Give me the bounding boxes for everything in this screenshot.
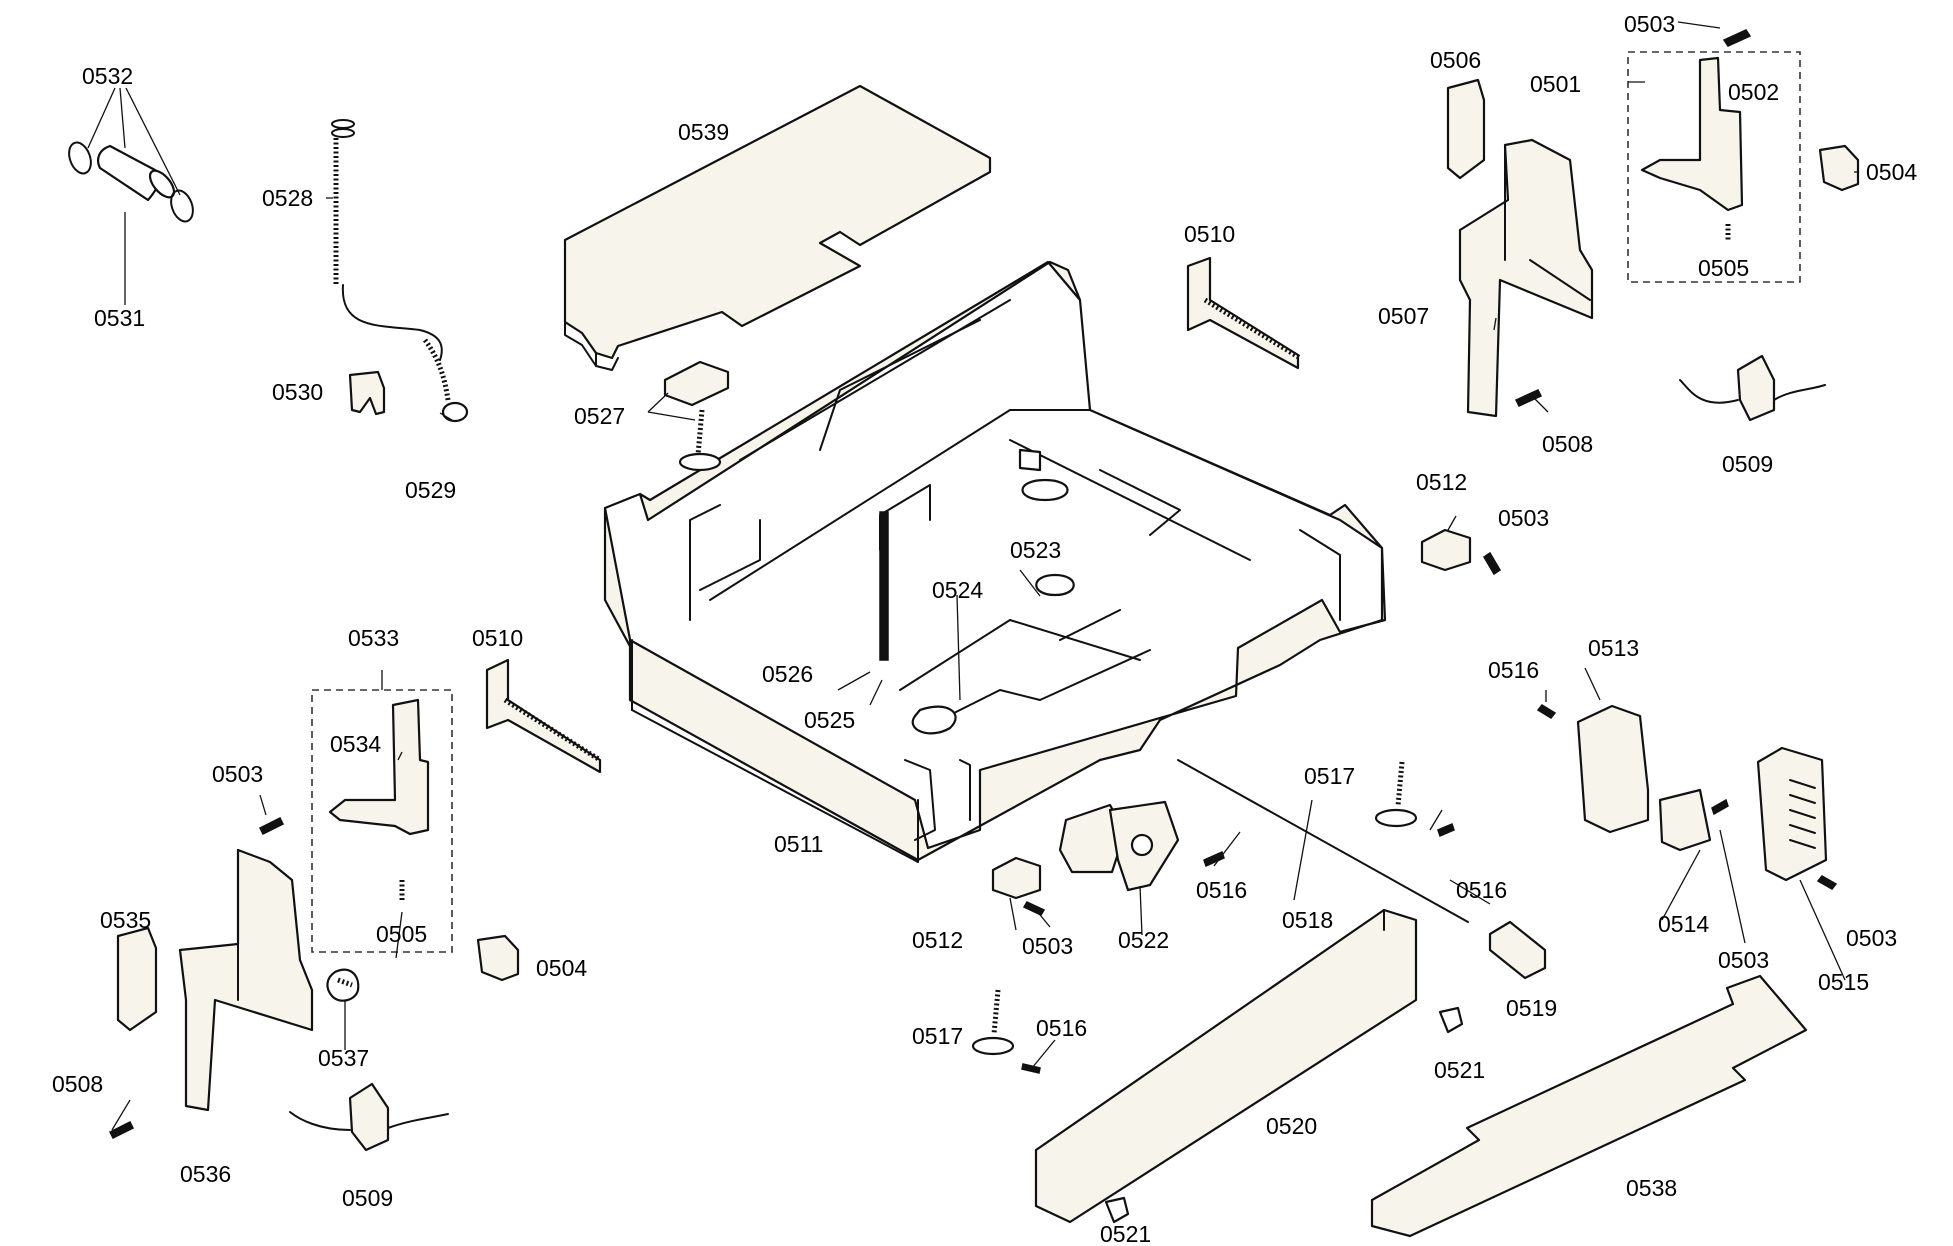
callout-0516-low: 0516 (1036, 1015, 1087, 1041)
part-0534-bracket (328, 698, 430, 900)
callout-0503-right: 0503 (1498, 505, 1549, 531)
group-box-0501 (1627, 51, 1801, 283)
callout-0522: 0522 (1118, 927, 1169, 953)
part-0518-rod (1177, 759, 1469, 923)
callout-0512-right: 0512 (1416, 469, 1467, 495)
callout-0539: 0539 (678, 119, 729, 145)
part-0512-bracket-low (991, 856, 1042, 900)
callout-0505-top: 0505 (1698, 255, 1749, 281)
callout-0514: 0514 (1658, 911, 1709, 937)
callout-0503-far-right: 0503 (1846, 925, 1897, 951)
callout-0505-left: 0505 (376, 921, 427, 947)
callout-0503-filter: 0503 (1718, 947, 1769, 973)
callout-0515: 0515 (1818, 969, 1869, 995)
part-0537-knob (326, 968, 360, 1002)
callout-0513: 0513 (1588, 635, 1639, 661)
part-0509-switch-top (1679, 354, 1826, 422)
callout-0503-top: 0503 (1624, 11, 1675, 37)
part-0531-pipe (68, 141, 194, 223)
screws (108, 29, 1838, 1140)
callout-0510-top: 0510 (1184, 221, 1235, 247)
callout-0537: 0537 (318, 1045, 369, 1071)
part-0521-screw-low (1104, 1196, 1130, 1224)
part-0519-plug (1488, 920, 1547, 980)
callout-0510-left: 0510 (472, 625, 523, 651)
callout-0527: 0527 (574, 403, 625, 429)
callout-0516-mid: 0516 (1196, 877, 1247, 903)
part-0539-panel (563, 84, 992, 371)
callout-0528: 0528 (262, 185, 313, 211)
callout-0516-low-right: 0516 (1456, 877, 1507, 903)
callout-0520: 0520 (1266, 1113, 1317, 1139)
part-0506-plate (1446, 78, 1486, 180)
callout-0534: 0534 (330, 731, 381, 757)
part-0530-clip (348, 370, 386, 416)
callout-0538: 0538 (1626, 1175, 1677, 1201)
callout-0504-top: 0504 (1866, 159, 1917, 185)
callout-0503-left: 0503 (212, 761, 263, 787)
callout-0503-low: 0503 (1022, 933, 1073, 959)
callout-0533: 0533 (348, 625, 399, 651)
callout-0535: 0535 (100, 907, 151, 933)
callout-0512-low: 0512 (912, 927, 963, 953)
callout-0516-right: 0516 (1488, 657, 1539, 683)
part-0521-screw-right (1438, 1006, 1464, 1034)
callout-0509-left: 0509 (342, 1185, 393, 1211)
callout-0502: 0502 (1728, 79, 1779, 105)
part-0504-cap-top (1818, 144, 1860, 192)
callout-0506: 0506 (1430, 47, 1481, 73)
part-0528-hose (331, 119, 469, 423)
callout-0524: 0524 (932, 577, 983, 603)
callout-0525: 0525 (804, 707, 855, 733)
part-0504-cap-left (476, 934, 520, 982)
callout-0530: 0530 (272, 379, 323, 405)
callout-0519: 0519 (1506, 995, 1557, 1021)
callout-0511: 0511 (774, 831, 823, 857)
part-0535-plate (116, 926, 158, 1032)
part-0536-bracket (178, 848, 314, 1112)
leader-lines (87, 21, 1858, 1131)
part-0507-bracket (1458, 138, 1594, 418)
group-box-0533 (311, 689, 453, 953)
part-0514-plate (1658, 788, 1712, 852)
part-0511-base (603, 260, 1387, 863)
callout-0501: 0501 (1530, 71, 1581, 97)
part-0510-bracket-top (1186, 256, 1302, 370)
part-0515-filter (1756, 746, 1828, 882)
callout-0529: 0529 (405, 477, 456, 503)
callout-0536: 0536 (180, 1161, 231, 1187)
callout-0507: 0507 (1378, 303, 1429, 329)
callout-0508-top: 0508 (1542, 431, 1593, 457)
callout-0521-low: 0521 (1100, 1221, 1151, 1246)
callout-0531: 0531 (94, 305, 145, 331)
callout-0517-low: 0517 (912, 1023, 963, 1049)
callout-0509-top: 0509 (1722, 451, 1773, 477)
part-0520-front-panel (1034, 908, 1418, 1224)
callout-0521-right: 0521 (1434, 1057, 1485, 1083)
callout-0518: 0518 (1282, 907, 1333, 933)
callout-0504-left: 0504 (536, 955, 587, 981)
part-0510-bracket-left (485, 658, 602, 774)
part-0513-housing (1576, 704, 1650, 834)
part-0517-foot-low (971, 989, 1015, 1056)
callout-0508-left: 0508 (52, 1071, 103, 1097)
callout-0517-right: 0517 (1304, 763, 1355, 789)
part-0502-bracket (1640, 56, 1744, 240)
part-0522-pump (1058, 800, 1180, 892)
callout-0523: 0523 (1010, 537, 1061, 563)
part-0517-foot-right (1374, 761, 1418, 828)
callout-0532: 0532 (82, 63, 133, 89)
part-0509-switch-left (289, 1082, 449, 1152)
part-0538-panel (1370, 974, 1808, 1238)
callout-0526: 0526 (762, 661, 813, 687)
part-0512-bracket-right (1420, 528, 1472, 572)
callout-labels: 0532 0531 0528 0530 0529 0539 0527 0510 … (52, 11, 1917, 1246)
